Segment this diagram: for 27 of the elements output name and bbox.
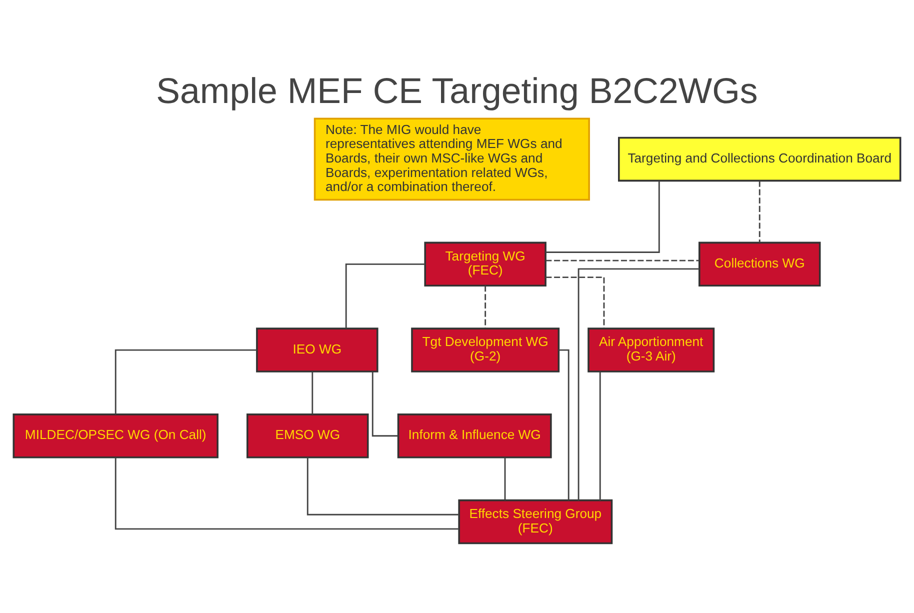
node-box: Tgt Development WG (G-2) <box>411 328 560 372</box>
node-box: MILDEC/OPSEC WG (On Call) <box>12 414 218 458</box>
node-box: Note: The MIG would have representatives attending MEF WGs and Boards, their own MSC-like WGs and Boards, experimentation related WGs, and/or a combination thereof. <box>314 118 590 201</box>
diagram-title: Sample MEF CE Targeting B2C2WGs <box>156 71 758 112</box>
node-box: Inform & Influence WG <box>397 414 552 458</box>
connector <box>114 457 459 530</box>
node-box: IEO WG <box>256 328 378 372</box>
connector <box>114 349 257 414</box>
connector <box>546 180 660 253</box>
node-box: EMSO WG <box>246 414 369 458</box>
connector <box>372 372 398 437</box>
connector <box>578 268 700 500</box>
connector <box>504 458 506 500</box>
node-box: Air Apportionment (G-3 Air) <box>588 328 715 372</box>
connector <box>345 263 426 328</box>
node-box: Targeting WG (FEC) <box>424 242 546 287</box>
node-box: Collections WG <box>698 242 821 287</box>
connector <box>758 180 760 242</box>
connector <box>558 349 570 500</box>
connector <box>546 260 700 262</box>
connector <box>312 372 314 414</box>
connector <box>546 276 605 328</box>
connector <box>484 286 486 328</box>
node-box: Effects Steering Group (FEC) <box>458 499 613 544</box>
node-box: Targeting and Collections Coordination Board <box>618 136 902 182</box>
connector <box>599 372 601 500</box>
connector <box>306 457 459 516</box>
